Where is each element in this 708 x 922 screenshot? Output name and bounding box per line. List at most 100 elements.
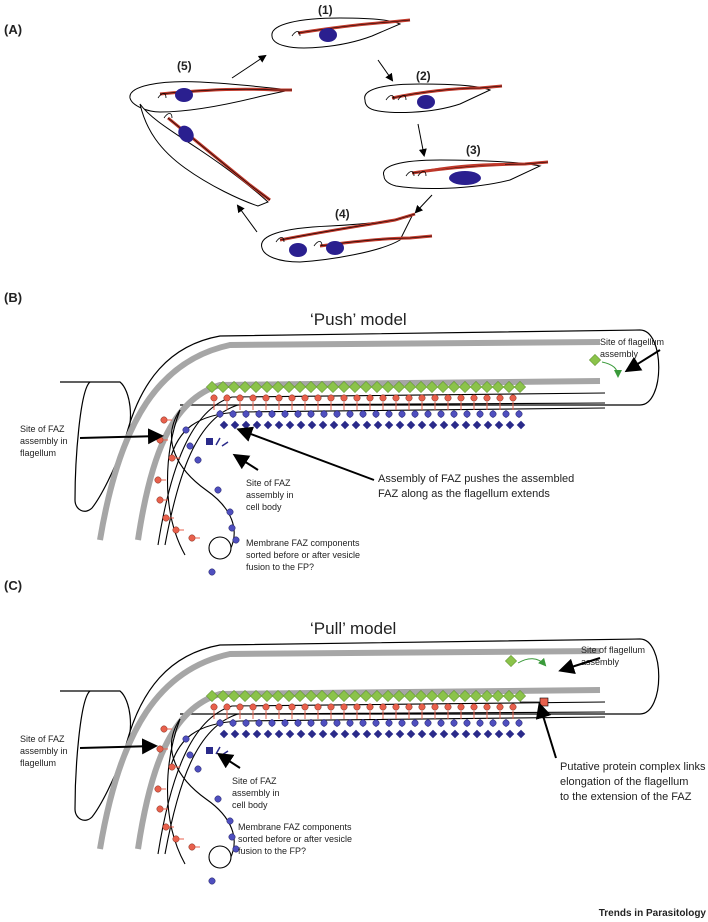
blue-dot <box>232 845 240 853</box>
panel-a-label: (A) <box>4 22 22 37</box>
green-diamond <box>282 380 296 394</box>
panel-c-label: (C) <box>4 578 22 593</box>
red-dot <box>431 703 439 711</box>
pull-note-line2: elongation of the flagellum <box>560 776 688 788</box>
red-dot <box>249 394 257 402</box>
blue-dot <box>268 719 276 727</box>
green-diamond <box>392 689 406 703</box>
dark-diamond <box>406 729 416 739</box>
pull-note-line1: Putative protein complex links <box>560 761 706 773</box>
blue-dot <box>186 751 194 759</box>
blue-dot <box>398 719 406 727</box>
green-diamond <box>260 380 274 394</box>
cycle-arrow <box>377 59 394 82</box>
green-diamond <box>337 380 351 394</box>
red-dot <box>236 394 244 402</box>
green-diamond <box>436 380 450 394</box>
red-dot <box>162 514 170 522</box>
blue-dot <box>214 486 222 494</box>
blue-dot <box>411 410 419 418</box>
dark-diamond <box>274 729 284 739</box>
dark-diamond <box>285 420 295 430</box>
red-dot <box>392 703 400 711</box>
blue-dot <box>281 410 289 418</box>
green-diamond <box>469 689 483 703</box>
red-dot <box>457 394 465 402</box>
panel-b-label: (B) <box>4 290 22 305</box>
red-dot <box>223 703 231 711</box>
green-diamond <box>216 689 230 703</box>
blue-dot <box>372 719 380 727</box>
red-dot <box>249 703 257 711</box>
green-diamond <box>271 689 285 703</box>
red-dot <box>509 394 517 402</box>
red-dot <box>353 394 361 402</box>
dark-diamond <box>450 729 460 739</box>
red-dot <box>172 835 180 843</box>
blue-dot <box>182 426 190 434</box>
blue-dot <box>346 410 354 418</box>
dark-diamond <box>318 729 328 739</box>
blue-dot <box>515 719 523 727</box>
green-diamond <box>425 689 439 703</box>
green-diamond <box>249 380 263 394</box>
green-diamond <box>271 380 285 394</box>
red-dot <box>483 394 491 402</box>
red-dot <box>431 394 439 402</box>
green-diamond <box>513 689 527 703</box>
blue-dot <box>398 410 406 418</box>
blue-dot <box>194 456 202 464</box>
blue-dot <box>372 410 380 418</box>
blue-dot <box>502 410 510 418</box>
blue-dot <box>424 410 432 418</box>
b-membrane-line2: sorted before or after vesicle <box>246 550 360 560</box>
dark-diamond <box>417 729 427 739</box>
blue-dot <box>232 536 240 544</box>
red-dot <box>444 703 452 711</box>
green-diamond <box>381 380 395 394</box>
red-dot <box>210 703 218 711</box>
dark-diamond <box>340 729 350 739</box>
red-dot <box>172 526 180 534</box>
protein-complex <box>539 697 549 707</box>
stage-3-label: (3) <box>466 143 481 157</box>
dark-diamond <box>373 729 383 739</box>
faz-dark-row <box>219 420 526 430</box>
nucleus <box>417 95 435 109</box>
blue-dot <box>463 719 471 727</box>
cycle-arrow <box>231 54 267 79</box>
green-diamond <box>227 689 241 703</box>
blue-dot <box>294 719 302 727</box>
b-faz-flagellum-line3: flagellum <box>20 448 56 458</box>
red-dot <box>340 394 348 402</box>
dark-diamond <box>285 729 295 739</box>
green-diamond <box>205 689 219 703</box>
dark-diamond <box>384 420 394 430</box>
c-faz-flagellum-line2: assembly in <box>20 746 68 756</box>
red-dot <box>470 394 478 402</box>
green-diamond <box>403 689 417 703</box>
dark-diamond <box>439 729 449 739</box>
b-membrane-line1: Membrane FAZ components <box>246 538 360 548</box>
green-diamond <box>370 689 384 703</box>
stage-2-label: (2) <box>416 69 431 83</box>
green-diamond <box>414 380 428 394</box>
push-model-title: ‘Push’ model <box>310 310 407 329</box>
dark-diamond <box>450 420 460 430</box>
b-faz-cellbody-line1: Site of FAZ <box>246 478 291 488</box>
dark-diamond <box>428 420 438 430</box>
b-faz-cellbody-line3: cell body <box>246 502 282 512</box>
green-diamond <box>315 380 329 394</box>
green-diamond <box>348 689 362 703</box>
dark-diamond <box>362 729 372 739</box>
red-dot <box>379 703 387 711</box>
blue-dot <box>476 410 484 418</box>
dark-diamond <box>472 729 482 739</box>
green-diamond <box>458 689 472 703</box>
red-dot <box>301 394 309 402</box>
red-dot <box>236 703 244 711</box>
dark-diamond <box>230 729 240 739</box>
red-dot <box>327 394 335 402</box>
green-diamond <box>425 380 439 394</box>
